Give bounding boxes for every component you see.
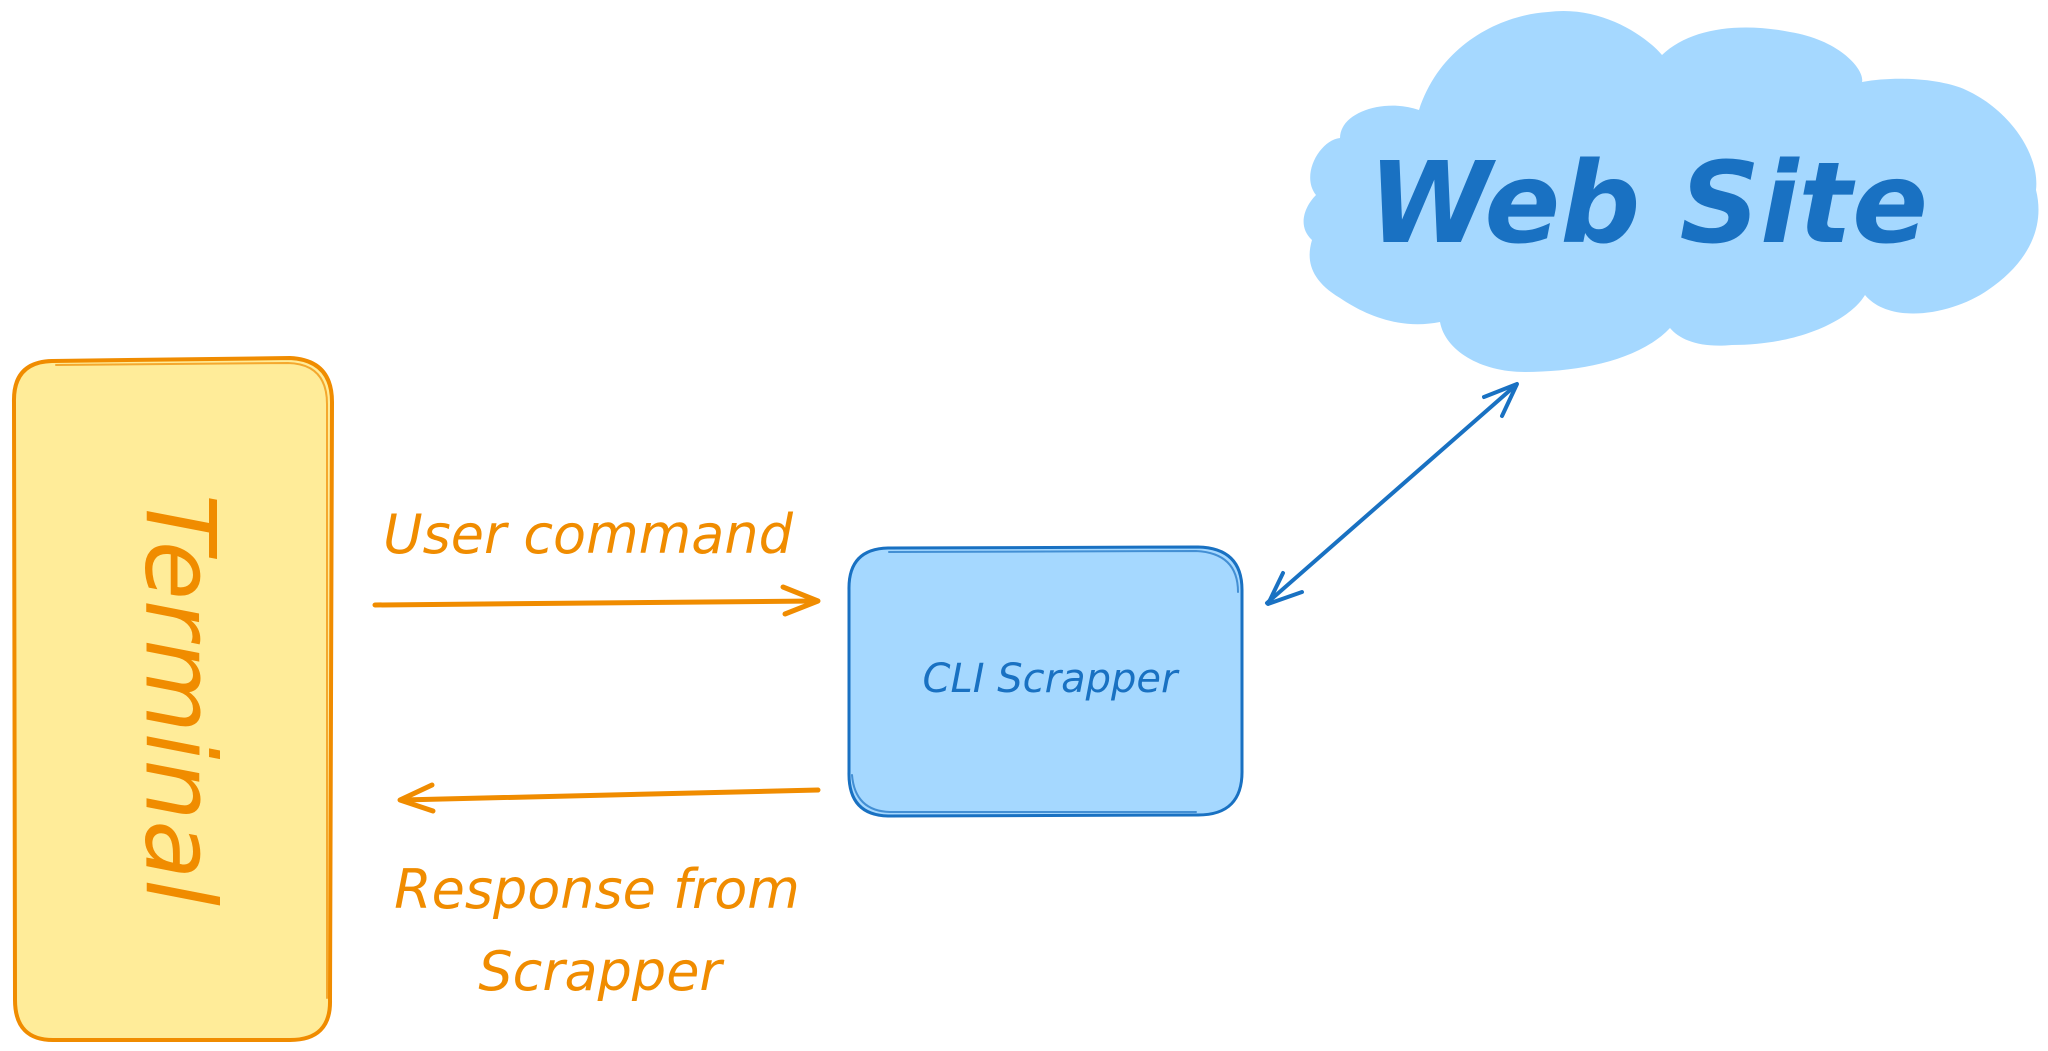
cli-scrapper-node[interactable]: CLI Scrapper: [847, 545, 1244, 818]
website-node[interactable]: Web Site: [1303, 10, 2039, 372]
response-arrow[interactable]: [397, 782, 821, 814]
response-arrow-head: [397, 782, 436, 814]
terminal-label: Terminal: [124, 494, 236, 906]
terminal-box: [11, 356, 334, 1043]
website-label: Web Site: [1368, 139, 1928, 269]
terminal-node[interactable]: Terminal: [11, 356, 334, 1043]
cli-website-arrow-line: [1265, 383, 1518, 605]
cli-scrapper-box: [847, 545, 1244, 818]
request-label: User command: [383, 503, 793, 566]
website-cloud: [1303, 10, 2039, 372]
request-arrow-line: [372, 598, 818, 608]
response-arrow-line: [399, 787, 821, 803]
terminal-box-sketch: [55, 362, 328, 999]
cli-website-arrow-head-start: [1266, 571, 1304, 606]
cli-website-arrow-head-end: [1482, 382, 1519, 418]
cli-scrapper-label: CLI Scrapper: [923, 656, 1180, 702]
response-label-line2: Scrapper: [478, 940, 724, 1003]
response-label-line1: Response from: [394, 858, 800, 921]
cli-website-arrow[interactable]: [1265, 382, 1519, 606]
request-arrow-head: [780, 584, 821, 617]
cli-scrapper-box-sketch: [851, 550, 1239, 813]
request-arrow[interactable]: [372, 584, 821, 617]
